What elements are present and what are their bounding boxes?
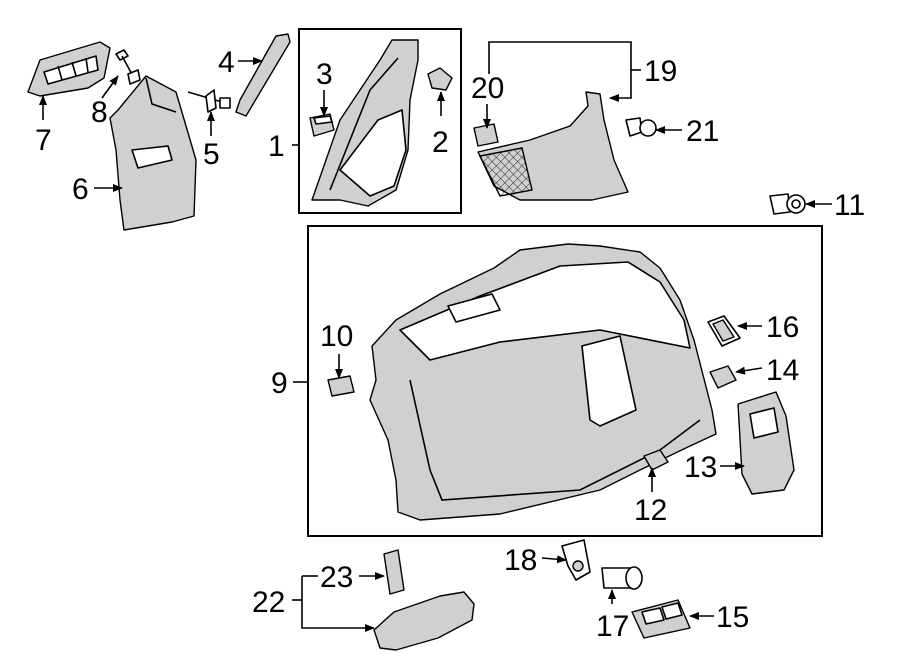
callout-11: 11 xyxy=(834,189,865,222)
assembly-frame-9 xyxy=(307,225,823,537)
part-23-clip xyxy=(383,549,405,595)
part-10-clip xyxy=(327,375,355,397)
callout-8: 8 xyxy=(91,96,108,129)
part-4-strip xyxy=(235,33,291,117)
callout-16: 16 xyxy=(766,311,799,344)
callout-9: 9 xyxy=(271,367,288,400)
part-19-grille-panel xyxy=(477,91,629,201)
callout-7: 7 xyxy=(35,124,52,157)
leader-lines xyxy=(39,41,832,632)
callout-5: 5 xyxy=(203,138,220,171)
part-16-bezel xyxy=(707,315,741,347)
part-9-quarter-panel xyxy=(369,243,717,521)
callout-13: 13 xyxy=(684,451,717,484)
callout-6: 6 xyxy=(72,173,89,206)
callout-14: 14 xyxy=(766,354,799,387)
part-22-cover xyxy=(373,591,475,651)
part-12-clip xyxy=(643,449,669,471)
callout-19: 19 xyxy=(644,55,677,88)
part-6-pillar-trim xyxy=(109,75,197,231)
part-15-switch xyxy=(631,599,691,639)
part-17-plug xyxy=(601,566,643,590)
part-21-push-pin xyxy=(625,117,657,137)
callout-15: 15 xyxy=(716,601,749,634)
callout-2: 2 xyxy=(432,126,449,159)
callout-22: 22 xyxy=(252,586,285,619)
callout-4: 4 xyxy=(218,46,235,79)
part-2-clip xyxy=(427,67,453,91)
part-13-trim-cover xyxy=(737,391,795,495)
part-14-clip xyxy=(709,365,737,389)
callout-18: 18 xyxy=(504,544,537,577)
part-3-clip xyxy=(309,113,335,137)
part-7-trim xyxy=(27,41,111,97)
part-1-pillar-panel xyxy=(311,39,419,207)
callout-21: 21 xyxy=(686,115,719,148)
part-20-clip xyxy=(473,123,499,147)
assembly-frame-1 xyxy=(298,28,462,214)
part-8-push-pin xyxy=(115,49,141,85)
callout-1: 1 xyxy=(268,130,285,163)
part-18-hook xyxy=(561,539,591,581)
callout-23: 23 xyxy=(320,561,353,594)
callout-labels: 1 2 3 4 5 6 7 8 9 10 11 12 13 14 15 16 1… xyxy=(35,46,865,643)
callout-20: 20 xyxy=(471,72,504,105)
part-11-push-pin xyxy=(769,193,806,215)
callout-3: 3 xyxy=(316,58,333,91)
callout-10: 10 xyxy=(320,320,353,353)
part-5-bolt xyxy=(187,89,231,113)
callout-17: 17 xyxy=(596,610,629,643)
callout-12: 12 xyxy=(634,494,667,527)
